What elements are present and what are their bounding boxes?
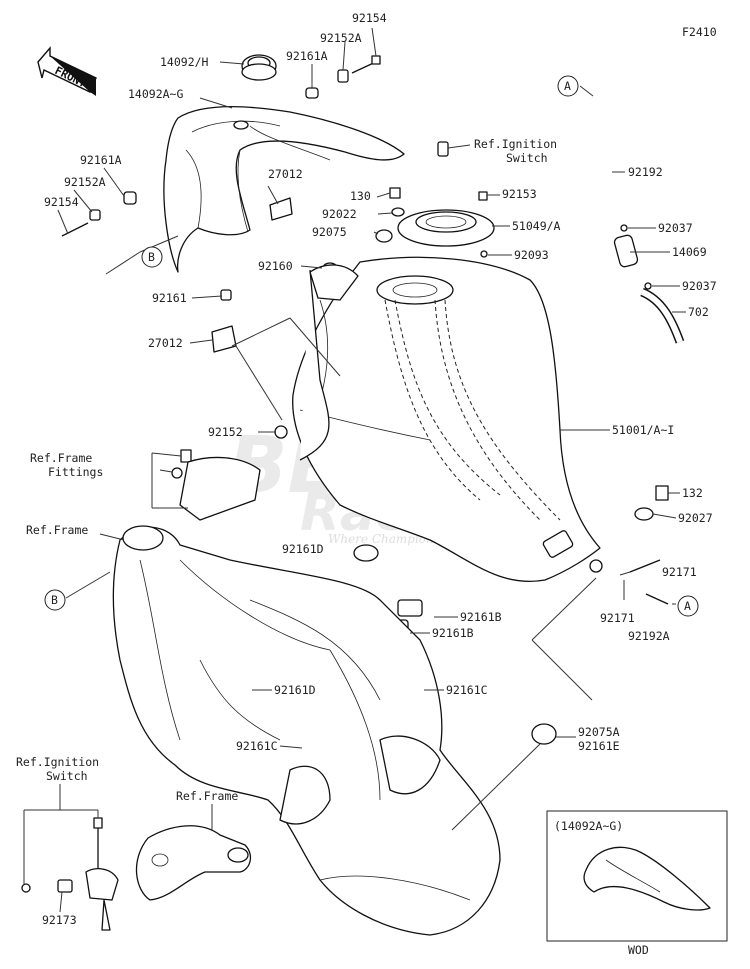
label-92153: 92153 [502, 187, 537, 201]
frame [112, 269, 501, 936]
inset-panel [546, 810, 728, 942]
label-92154-left: 92154 [44, 195, 79, 209]
fuel-tank [292, 256, 603, 582]
label-92160: 92160 [258, 259, 293, 273]
label-a-top: A [564, 79, 571, 93]
label-ref-ignition-top-2: Switch [506, 151, 548, 165]
label-ref-frame-fittings-2: Fittings [48, 465, 103, 479]
top-fasteners [61, 55, 381, 301]
label-92161c-a: 92161C [446, 683, 488, 697]
label-wod: WOD [628, 943, 649, 957]
label-14092h: 14092/H [160, 55, 209, 69]
circle-markers [44, 75, 699, 617]
label-92161a-left: 92161A [80, 153, 122, 167]
label-inset-title: (14092A~G) [554, 819, 623, 833]
label-51001: 51001/A~I [612, 423, 674, 437]
label-92154-top: 92154 [352, 11, 387, 25]
label-92171-b: 92171 [600, 611, 635, 625]
fuel-cap [397, 141, 495, 258]
label-27012-right: 27012 [268, 167, 303, 181]
label-92075a: 92075A [578, 725, 620, 739]
label-92171-a: 92171 [662, 565, 697, 579]
leader-lines [23, 27, 686, 913]
label-92161c-b: 92161C [236, 739, 278, 753]
label-92037-b: 92037 [682, 279, 717, 293]
label-92161b-a: 92161B [460, 610, 502, 624]
label-ref-ignition-bot-1: Ref.Ignition [16, 755, 99, 769]
tank-cover [163, 105, 405, 273]
label-92173: 92173 [42, 913, 77, 927]
label-92152: 92152 [208, 425, 243, 439]
breather-hose [590, 96, 685, 344]
label-92161d-b: 92161D [274, 683, 316, 697]
label-92152a-top: 92152A [320, 31, 362, 45]
label-b-frame: B [51, 593, 58, 607]
ref-frame-bracket [135, 825, 252, 901]
label-ref-frame: Ref.Frame [26, 523, 88, 537]
front-arrow-icon: FRONT [37, 46, 97, 96]
label-92022: 92022 [322, 207, 357, 221]
diagram-code: F2410 [682, 25, 717, 39]
label-92093: 92093 [514, 248, 549, 262]
label-92027: 92027 [678, 511, 713, 525]
label-702: 702 [688, 305, 709, 319]
label-92192a: 92192A [628, 629, 670, 643]
label-92161d-a: 92161D [282, 542, 324, 556]
label-92161e: 92161E [578, 739, 620, 753]
label-27012-left: 27012 [148, 336, 183, 350]
label-92161: 92161 [152, 291, 187, 305]
label-132: 132 [682, 486, 703, 500]
label-92192: 92192 [628, 165, 663, 179]
label-92152a-left: 92152A [64, 175, 106, 189]
cover-cap [241, 54, 277, 81]
label-ref-ignition-bot-2: Switch [46, 769, 88, 783]
label-92161a-top: 92161A [286, 49, 328, 63]
pad-27012-left [211, 325, 237, 353]
label-ref-frame-bot: Ref.Frame [176, 789, 238, 803]
label-92161b-b: 92161B [432, 626, 474, 640]
label-92075: 92075 [312, 225, 347, 239]
label-51049a: 51049/A [512, 219, 561, 233]
label-14069: 14069 [672, 245, 707, 259]
label-14092ag: 14092A~G [128, 87, 183, 101]
label-a-right: A [684, 599, 691, 613]
label-130: 130 [350, 189, 371, 203]
label-ref-ignition-top-1: Ref.Ignition [474, 137, 557, 151]
callout-labels: 92154 92152A 92161A 14092/H 14092A~G 921… [16, 11, 717, 957]
label-92037-a: 92037 [658, 221, 693, 235]
label-b-left: B [148, 250, 155, 264]
label-ref-frame-fittings-1: Ref.Frame [30, 451, 92, 465]
